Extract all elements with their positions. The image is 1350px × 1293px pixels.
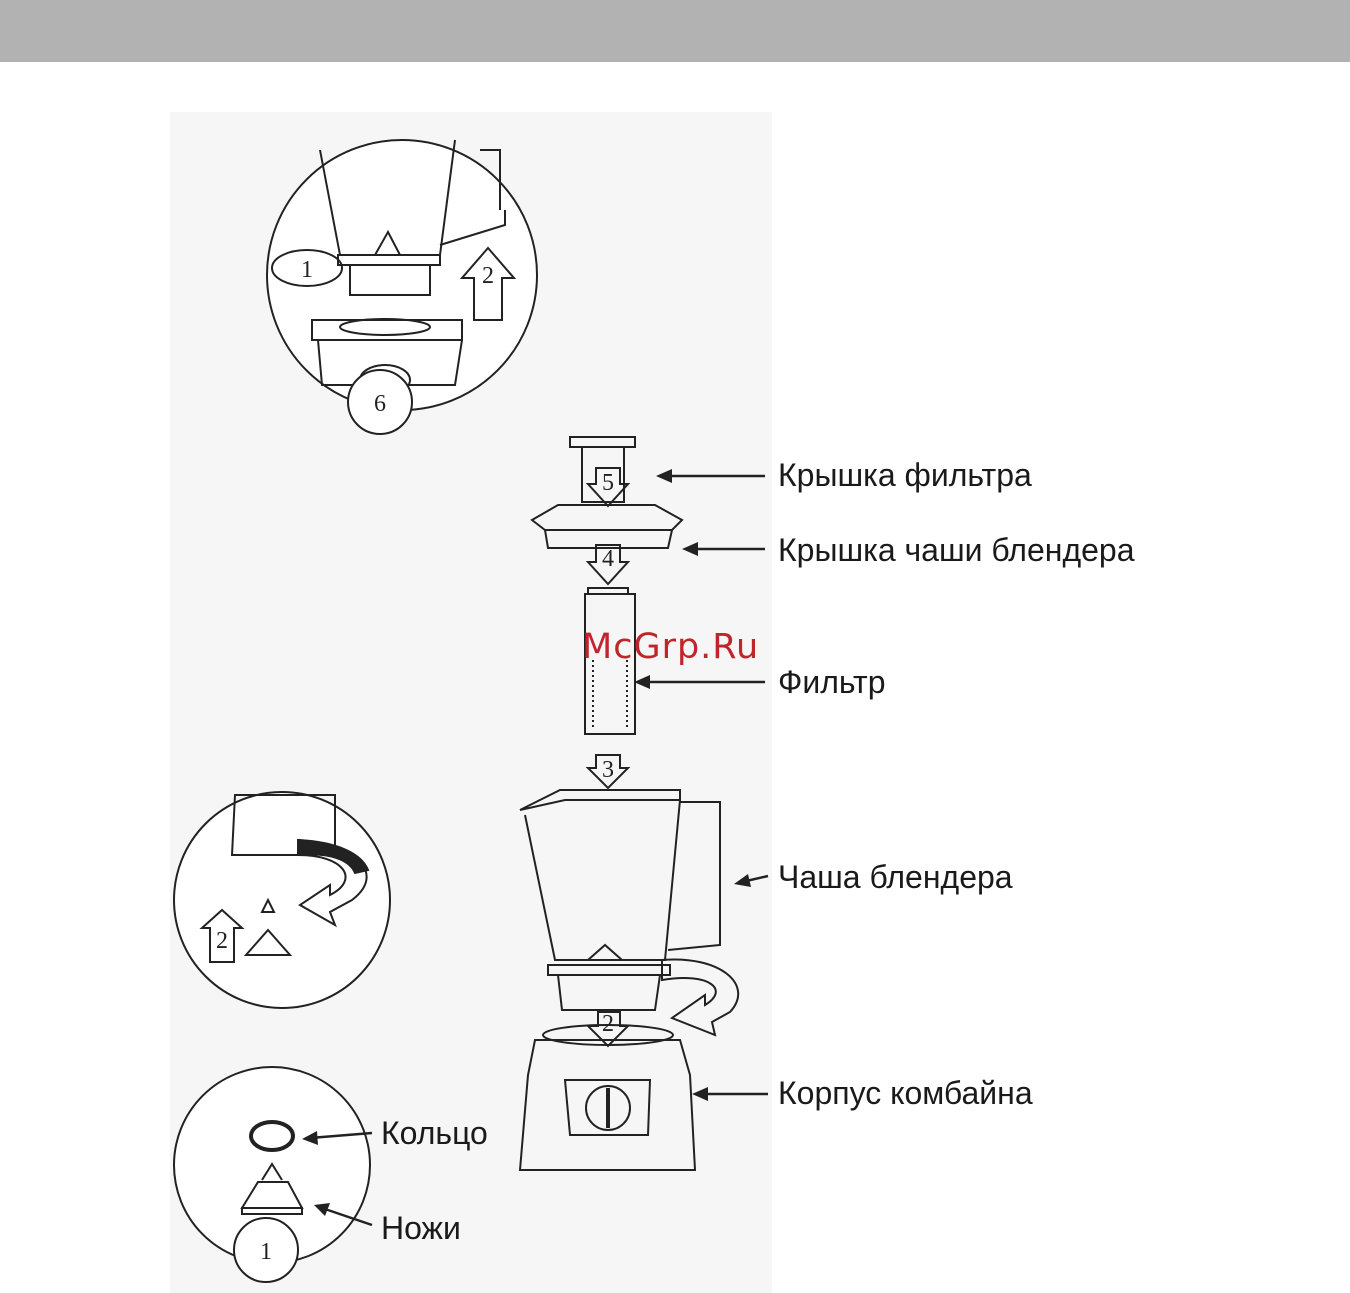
label-jar: Чаша блендера [778,861,1013,893]
step-number: 1 [301,257,313,283]
step-number: 2 [602,1011,614,1037]
filter-lid-part [570,437,635,447]
pointer-arrow-icon [656,469,672,483]
label-blades: Ножи [381,1212,461,1244]
step-number: 6 [374,391,386,417]
step-number: 5 [602,470,614,496]
pointer-arrow-icon [634,675,650,689]
pointer-arrow-icon [734,874,751,887]
label-filter: Фильтр [778,666,886,698]
label-filter-lid: Крышка фильтра [778,459,1032,491]
step-number: 1 [260,1239,272,1265]
pointer-arrow-icon [692,1087,708,1101]
step-number: 4 [602,546,614,572]
label-base: Корпус комбайна [778,1077,1033,1109]
rotate-arrow-icon [662,959,738,1035]
watermark: McGrp.Ru [582,630,759,665]
pointer-arrow-icon [682,542,698,556]
detail-circle-middle [174,792,390,1008]
step-number: 2 [482,263,494,289]
label-ring: Кольцо [381,1117,488,1149]
step-number: 2 [216,928,228,954]
step-number: 3 [602,757,614,783]
blender-jar-part [520,790,680,810]
jar-lid-part [532,505,682,530]
label-jar-lid: Крышка чаши блендера [778,534,1135,566]
